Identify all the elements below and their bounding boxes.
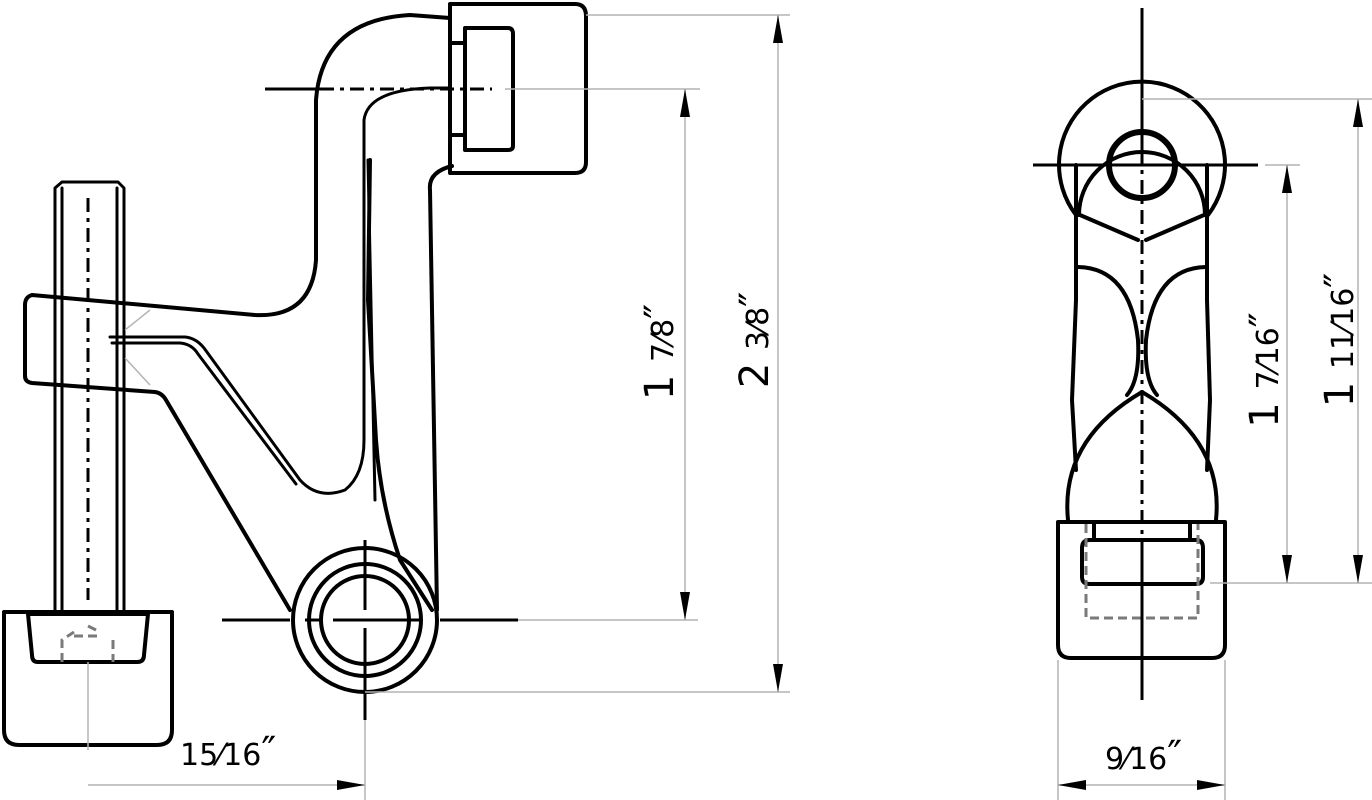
arm-channel bbox=[108, 86, 452, 495]
side-view bbox=[1033, 8, 1372, 800]
dim-label-side-center-to-bumper: 1 7⁄16″ bbox=[1242, 312, 1288, 428]
arm-outer-edge bbox=[366, 158, 454, 612]
clamp-tab bbox=[23, 13, 452, 612]
dim-label-front-width: 15⁄16″ bbox=[180, 729, 277, 775]
top-bumper bbox=[448, 2, 588, 175]
dim-label-front-pin-to-center: 1 7⁄8″ bbox=[637, 303, 683, 401]
front-view bbox=[2, 2, 790, 800]
dim-label-side-top-to-bumper: 1 11⁄16″ bbox=[1317, 272, 1363, 408]
dim-label-front-overall-height: 2 3⁄8″ bbox=[732, 291, 778, 389]
dim-label-side-width: 9⁄16″ bbox=[1105, 733, 1183, 779]
hinge-pin bbox=[53, 180, 126, 612]
pin-bumper bbox=[2, 610, 174, 750]
